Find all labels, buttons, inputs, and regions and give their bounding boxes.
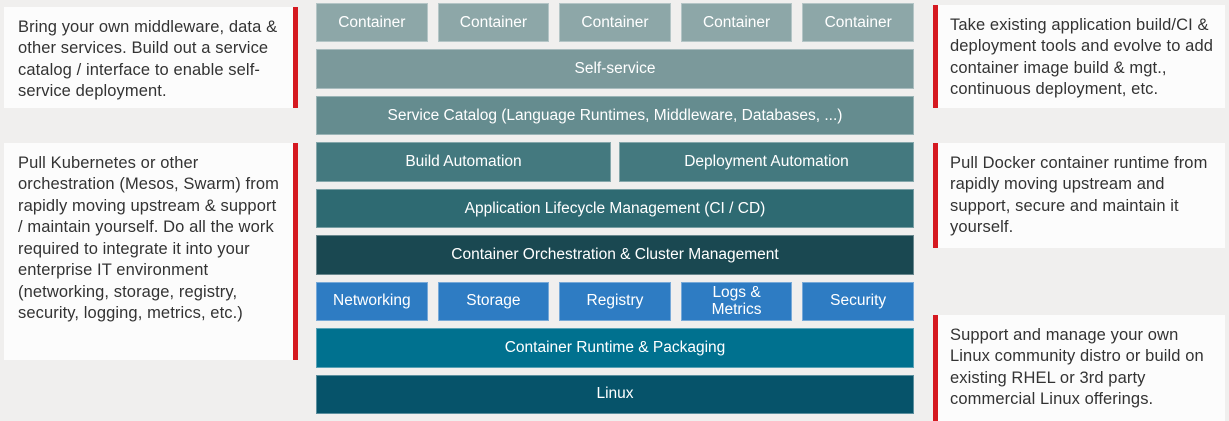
linux-row: Linux [316, 374, 914, 414]
box-application-lifecycle-management: Application Lifecycle Management (CI / C… [316, 188, 914, 229]
box-security: Security [802, 281, 914, 322]
alm-row: Application Lifecycle Management (CI / C… [316, 188, 914, 229]
box-linux: Linux [316, 374, 914, 414]
containers-row: Container Container Container Container … [316, 3, 914, 43]
note-docker-runtime: Pull Docker container runtime from rapid… [933, 143, 1225, 248]
infrastructure-row: Networking Storage Registry Logs & Metri… [316, 281, 914, 322]
box-networking: Networking [316, 281, 428, 322]
box-container-1: Container [316, 3, 428, 43]
box-service-catalog: Service Catalog (Language Runtimes, Midd… [316, 95, 914, 136]
note-text: Support and manage your own Linux commun… [950, 326, 1204, 409]
note-text: Pull Kubernetes or other orchestration (… [18, 154, 279, 323]
note-text: Take existing application build/CI & dep… [950, 16, 1213, 99]
note-bring-your-own-services: Bring your own middleware, data & other … [4, 7, 298, 108]
orchestration-row: Container Orchestration & Cluster Manage… [316, 235, 914, 275]
box-storage: Storage [437, 281, 550, 322]
box-registry: Registry [559, 281, 671, 322]
box-build-automation: Build Automation [316, 142, 611, 182]
service-catalog-row: Service Catalog (Language Runtimes, Midd… [316, 95, 914, 136]
box-self-service: Self-service [316, 49, 914, 89]
note-diy-orchestration: Pull Kubernetes or other orchestration (… [4, 143, 298, 360]
box-container-3: Container [559, 3, 671, 43]
note-linux-distro: Support and manage your own Linux commun… [933, 315, 1225, 421]
note-text: Bring your own middleware, data & other … [18, 18, 278, 101]
box-container-2: Container [437, 3, 550, 43]
runtime-row: Container Runtime & Packaging [316, 328, 914, 368]
box-container-runtime: Container Runtime & Packaging [316, 328, 914, 368]
self-service-row: Self-service [316, 49, 914, 89]
platform-stack: Container Container Container Container … [316, 3, 914, 414]
box-container-orchestration: Container Orchestration & Cluster Manage… [316, 235, 914, 275]
note-text: Pull Docker container runtime from rapid… [950, 154, 1208, 237]
box-logs-metrics: Logs & Metrics [680, 281, 793, 322]
box-container-5: Container [802, 3, 914, 43]
automation-row: Build Automation Deployment Automation [316, 142, 914, 182]
box-deployment-automation: Deployment Automation [619, 142, 914, 182]
note-existing-build-ci-tools: Take existing application build/CI & dep… [933, 5, 1225, 108]
box-container-4: Container [680, 3, 793, 43]
